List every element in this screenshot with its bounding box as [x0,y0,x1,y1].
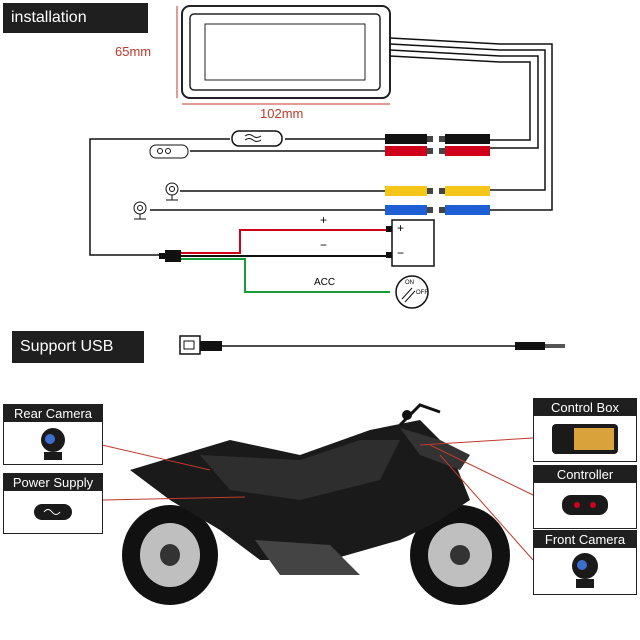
rear-camera-thumbnail [3,421,103,465]
rear-camera-icon [133,201,147,220]
blue-connector-right [445,205,490,215]
battery [386,219,435,267]
installation-text: installation [11,9,87,26]
cable-bundle [389,37,553,211]
black-connector-left [385,134,427,144]
red-connector-right [445,146,490,156]
black-connector-right [445,134,490,144]
front-camera-title: Front Camera [533,530,637,549]
yellow-connector-right [445,186,490,196]
front-camera-thumbnail [533,547,637,595]
height-dimension: 65mm [115,44,152,59]
controller-thumbnail [533,482,637,529]
acc-switch [395,275,429,309]
power-wires [181,229,390,293]
camera-icon [572,553,598,588]
negative-sign: − [320,238,328,252]
support-usb-label: Support USB [12,331,144,363]
callout-lines [101,437,534,561]
yellow-connector-left [385,186,427,196]
fuse-holder [231,130,283,147]
remote-icon [562,495,608,515]
width-dimension: 102mm [260,106,304,121]
power-plug [159,250,181,262]
connectors [385,134,490,215]
usb-cable [179,335,565,355]
fuse-icon [34,504,72,520]
dimension-lines [176,6,390,105]
switch-on-label: ON [405,280,414,286]
installation-label: installation [3,3,148,33]
positive-sign: + [320,213,328,227]
left-wires [89,138,385,256]
switch-off-label: OFF [416,290,428,296]
control-box-thumbnail [533,415,637,462]
controller-icon [149,144,189,159]
red-connector-left [385,146,427,156]
motorcycle-illustration [122,403,510,605]
support-usb-text: Support USB [20,338,114,355]
camera-icon [41,428,65,460]
battery-minus: − [397,246,405,260]
battery-plus: + [397,221,405,235]
screen-outline [181,5,391,99]
power-supply-thumbnail [3,490,103,534]
front-camera-icon [165,182,179,201]
control-box-title: Control Box [533,398,637,417]
blue-connector-left [385,205,427,215]
acc-label: ACC [314,277,336,288]
screen-icon [552,424,618,454]
